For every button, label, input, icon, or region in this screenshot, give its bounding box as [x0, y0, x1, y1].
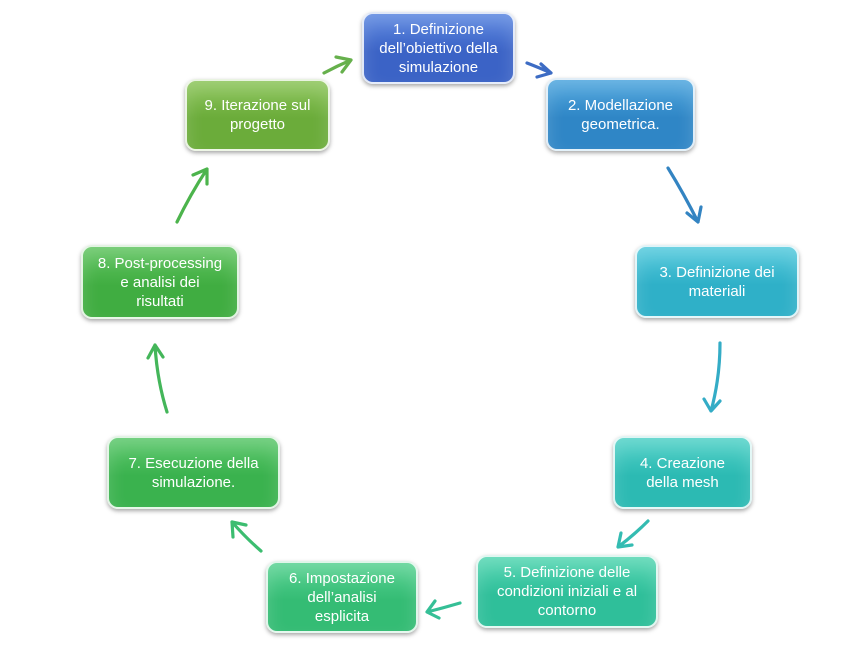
- step-9-label: 9. Iterazione sul progetto: [204, 97, 311, 133]
- step-5-label: 5. Definizione delle condizioni iniziali…: [496, 564, 638, 619]
- step-3-box: 3. Definizione dei materiali: [635, 245, 799, 318]
- step-6-box: 6. Impostazione dell’analisi esplicita: [266, 561, 418, 633]
- arrow-2-to-3: [666, 166, 703, 224]
- step-2-label: 2. Modellazione geometrica.: [567, 96, 674, 133]
- arrow-8-to-9: [175, 167, 209, 224]
- step-4-box: 4. Creazione della mesh: [613, 436, 752, 509]
- step-3-label: 3. Definizione dei materiali: [659, 263, 775, 300]
- step-8-box: 8. Post-processing e analisi dei risulta…: [81, 245, 239, 319]
- step-2-box: 2. Modellazione geometrica.: [546, 78, 695, 151]
- step-7-box: 7. Esecuzione della simulazione.: [107, 436, 280, 509]
- step-9-box: 9. Iterazione sul progetto: [185, 79, 330, 151]
- arrow-5-to-6: [425, 599, 462, 620]
- step-1-box: 1. Definizione dell’obiettivo della simu…: [362, 12, 515, 84]
- arrow-9-to-1: [322, 55, 353, 75]
- step-6-label: 6. Impostazione dell’analisi esplicita: [289, 569, 395, 625]
- arrow-1-to-2: [525, 61, 553, 79]
- step-1-label: 1. Definizione dell’obiettivo della simu…: [379, 20, 498, 76]
- arrow-3-to-4: [702, 341, 722, 413]
- step-8-label: 8. Post-processing e analisi dei risulta…: [97, 254, 223, 310]
- arrow-4-to-5: [616, 519, 650, 549]
- step-4-label: 4. Creazione della mesh: [639, 454, 726, 491]
- step-5-box: 5. Definizione delle condizioni iniziali…: [476, 555, 658, 628]
- arrow-6-to-7: [230, 520, 263, 553]
- step-7-label: 7. Esecuzione della simulazione.: [128, 454, 259, 491]
- arrow-7-to-8: [146, 343, 169, 414]
